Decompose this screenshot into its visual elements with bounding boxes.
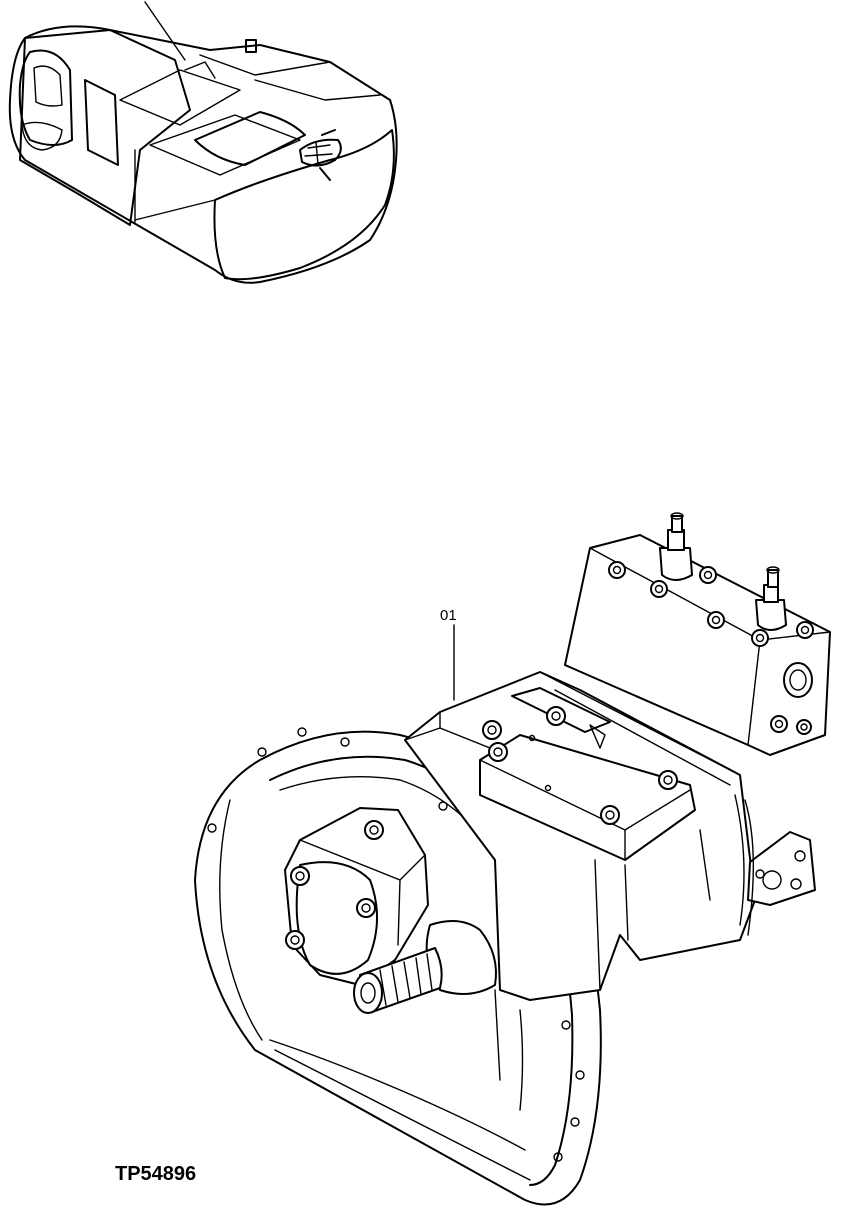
pressure-adjuster-right: [755, 566, 787, 631]
figure-reference-code: TP54896: [115, 1163, 196, 1185]
pressure-adjuster-left: [659, 512, 693, 581]
hydraulic-pump-assembly: [194, 512, 831, 1206]
callout-label-01: 01: [440, 607, 457, 624]
mounting-bracket: [734, 794, 816, 936]
gear-pump: [284, 807, 429, 986]
drive-shaft: [353, 920, 497, 1014]
control-valve-block: [564, 512, 831, 756]
regulator-plate: [479, 706, 696, 861]
excavator-locator-view: [8, 1, 398, 284]
callout-01: 01: [440, 607, 457, 701]
